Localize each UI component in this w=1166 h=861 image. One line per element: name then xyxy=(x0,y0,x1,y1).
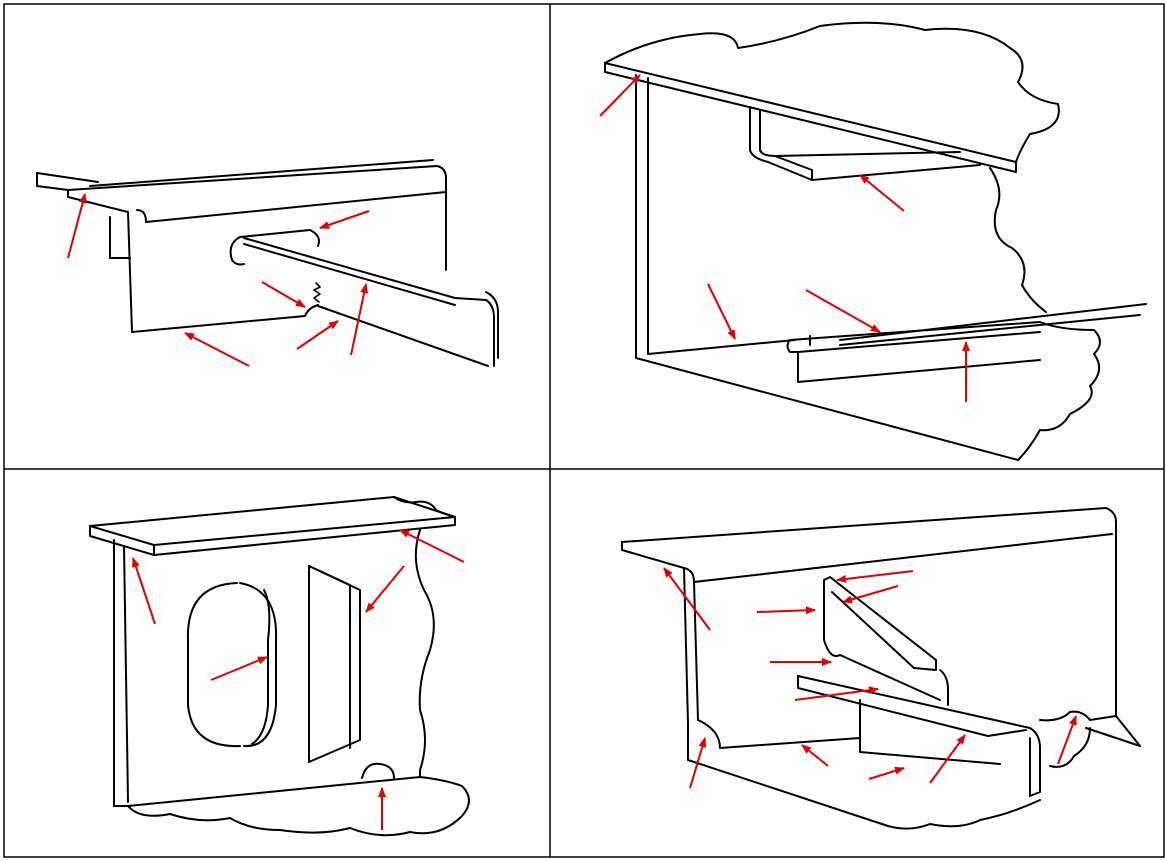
panel-bottom-left-drawing xyxy=(89,496,470,837)
arrow xyxy=(261,281,306,308)
panel-bottom-right-arrows xyxy=(663,567,1077,789)
arrow xyxy=(663,567,711,631)
arrow xyxy=(929,734,966,784)
arrow xyxy=(842,585,899,604)
arrow xyxy=(210,656,268,681)
arrow xyxy=(756,606,816,615)
arrow xyxy=(868,766,905,780)
arrow xyxy=(365,565,405,613)
panel-top-left-drawing xyxy=(36,159,499,367)
panel-grid xyxy=(3,3,1165,858)
arrow xyxy=(805,289,881,333)
panel-top-left xyxy=(36,159,499,367)
panel-top-right-drawing xyxy=(604,21,1147,461)
panel-top-right-arrows xyxy=(599,74,970,402)
arrow xyxy=(399,529,465,563)
arrow xyxy=(599,74,641,117)
arrow xyxy=(794,686,879,701)
arrow xyxy=(350,283,369,356)
panel-bottom-left xyxy=(89,496,470,837)
arrow xyxy=(801,744,829,767)
panel-bottom-right xyxy=(621,507,1141,830)
arrow xyxy=(184,332,250,367)
panel-bottom-right-drawing xyxy=(621,507,1141,830)
arrow xyxy=(859,174,905,212)
arrow xyxy=(296,320,339,350)
arrow xyxy=(319,210,370,229)
arrow xyxy=(1057,715,1077,765)
panel-top-right xyxy=(599,21,1147,461)
panel-bottom-left-arrows xyxy=(132,529,465,830)
arrow xyxy=(132,557,156,625)
arrow xyxy=(836,570,914,583)
panel-top-left-arrows xyxy=(67,193,370,367)
arrow xyxy=(707,283,736,340)
arrow xyxy=(689,737,707,789)
arrow xyxy=(67,193,87,259)
